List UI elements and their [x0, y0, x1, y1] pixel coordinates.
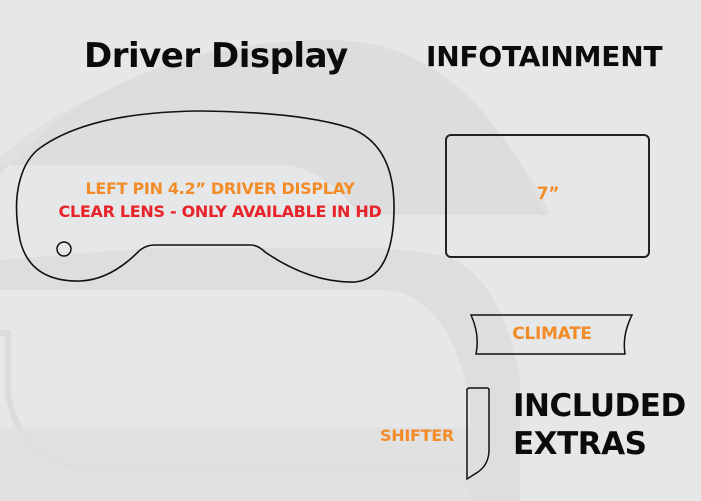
- shifter-lens-outline[interactable]: [466, 387, 490, 481]
- climate-lens-outline[interactable]: [469, 314, 634, 355]
- driver-display-lens-outline[interactable]: [15, 110, 395, 283]
- included-extras-line1: INCLUDED: [513, 388, 686, 424]
- clear-lens-note: CLEAR LENS - ONLY AVAILABLE IN HD: [58, 202, 382, 221]
- infotainment-screen-outline[interactable]: [445, 134, 650, 258]
- shifter-label: SHIFTER: [380, 426, 454, 445]
- included-extras-line2: EXTRAS: [513, 426, 647, 462]
- driver-display-heading: Driver Display: [84, 36, 348, 76]
- pin-hole-icon: [56, 241, 72, 257]
- included-extras-heading: INCLUDED EXTRAS: [513, 387, 686, 463]
- infotainment-heading: INFOTAINMENT: [426, 40, 663, 73]
- climate-label: CLIMATE: [512, 324, 592, 344]
- driver-display-label: LEFT PIN 4.2” DRIVER DISPLAY: [85, 179, 355, 198]
- infotainment-size-label: 7”: [536, 184, 560, 204]
